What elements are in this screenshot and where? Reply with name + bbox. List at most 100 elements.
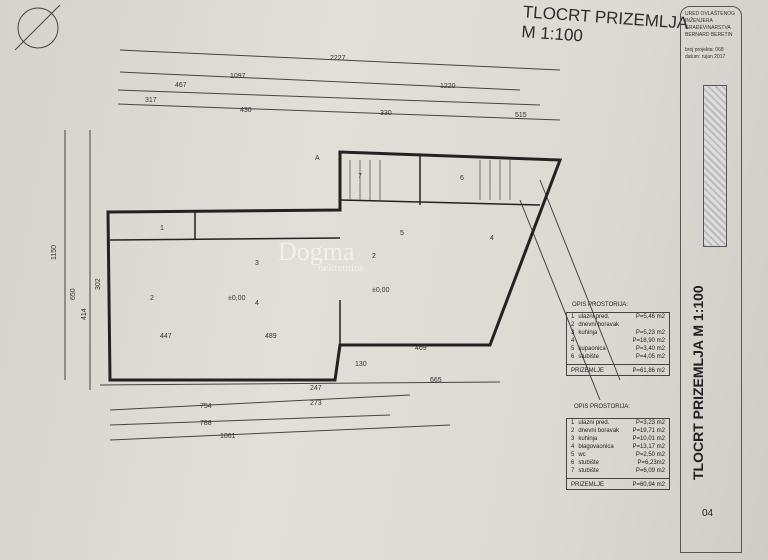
dimension-label: 489: [265, 333, 277, 340]
dimension-label: 414: [81, 308, 88, 320]
room-name: kupaonica: [578, 346, 606, 352]
room-number: 4: [571, 444, 575, 450]
room-number: 4: [571, 338, 575, 344]
room-number: 2: [372, 253, 376, 260]
room-number: 4: [490, 235, 494, 242]
dimension-label: 317: [145, 97, 157, 104]
room-area: P=5,46 m2: [635, 314, 665, 320]
room-number: 3: [571, 330, 575, 336]
room-area: P=6,09 m2: [635, 468, 665, 474]
walls: [106, 150, 563, 382]
level-mark: ±0,00: [228, 295, 246, 302]
room-number: 5: [400, 230, 404, 237]
dimension-line: [117, 103, 561, 121]
dimension-label: 447: [160, 333, 172, 340]
room-area: P=3,40 m2: [635, 346, 665, 352]
room-area: P=6,23m2: [637, 460, 665, 466]
stairs: [349, 160, 511, 200]
room-number: 2: [150, 295, 154, 302]
room-number: 7: [571, 468, 575, 474]
room-number: 4: [255, 300, 259, 307]
room-name: ulazni pred.: [578, 314, 610, 320]
room-number: 2: [571, 322, 575, 328]
dimension-line: [117, 89, 541, 106]
section-mark: A: [315, 155, 320, 162]
level-mark: ±0,00: [372, 287, 390, 294]
dimension-label: 515: [515, 112, 527, 119]
room-area: P=5,23 m2: [635, 330, 665, 336]
room-number: 1: [160, 225, 164, 232]
room-name: kuhinja: [578, 330, 598, 336]
table-a-heading: OPIS PROSTORIJA:: [572, 302, 628, 308]
stamp: [703, 85, 727, 247]
table-b-heading: OPIS PROSTORIJA:: [574, 404, 630, 410]
room-name: wc: [578, 452, 586, 458]
room-number: 5: [571, 452, 575, 458]
dimension-line: [109, 394, 411, 411]
room-name: dnevni boravak: [578, 428, 620, 434]
room-number: 3: [255, 260, 259, 267]
dimension-label: 430: [240, 107, 252, 114]
vertical-title: TLOCRT PRIZEMLJA M 1:100: [690, 285, 706, 480]
room-name: dnevni boravak: [578, 322, 620, 328]
room-name: stubište: [578, 460, 600, 466]
room-number: 6: [571, 460, 575, 466]
dimension-line: [109, 414, 391, 426]
room-number: 6: [460, 175, 464, 182]
room-number: 1: [571, 314, 575, 320]
room-number: 5: [571, 346, 575, 352]
table-row: 4 P=18,90 m2: [567, 337, 669, 345]
dimension-label: 1061: [220, 433, 236, 440]
dimension-label: 650: [70, 288, 77, 300]
room-number: 3: [571, 436, 575, 442]
dimension-label: 330: [380, 110, 392, 117]
room-number: 7: [358, 173, 362, 180]
dimension-line: [539, 179, 621, 381]
room-number: 2: [571, 428, 575, 434]
dimension-label: 788: [200, 420, 212, 427]
dimension-line: [119, 49, 561, 71]
room-area: P=10,01 m2: [632, 436, 665, 442]
room-number: 1: [571, 420, 575, 426]
dimension-label: 302: [95, 278, 102, 290]
room-area: P=18,90 m2: [632, 338, 665, 344]
room-area: P=13,17 m2: [632, 444, 665, 450]
project-info: broj projekta: 068 datum: rujan 2017: [685, 47, 726, 60]
dimension-label: 273: [310, 400, 322, 407]
room-name: ulazni pred.: [578, 420, 610, 426]
dimension-label: 754: [200, 403, 212, 410]
room-name: stubište: [578, 468, 600, 474]
room-number: 6: [571, 354, 575, 360]
dimension-label: 130: [355, 361, 367, 368]
room-name: blagovaonica: [578, 444, 614, 450]
room-area: P=2,50 m2: [635, 452, 665, 458]
dimension-line: [119, 71, 521, 91]
dimension-label: 665: [430, 377, 442, 384]
dimension-line: [99, 381, 501, 386]
dimension-label: 467: [175, 82, 187, 89]
room-area: P=19,71 m2: [632, 428, 665, 434]
dimension-label: 1220: [440, 83, 456, 90]
room-name: stubište: [578, 354, 600, 360]
dimension-label: 247: [310, 385, 322, 392]
dimension-line: [109, 424, 451, 441]
dimension-label: 2227: [330, 55, 346, 62]
room-area: P=3,23 m2: [635, 420, 665, 426]
north-arrow-icon: [14, 4, 61, 51]
dimension-label: 469: [415, 345, 427, 352]
